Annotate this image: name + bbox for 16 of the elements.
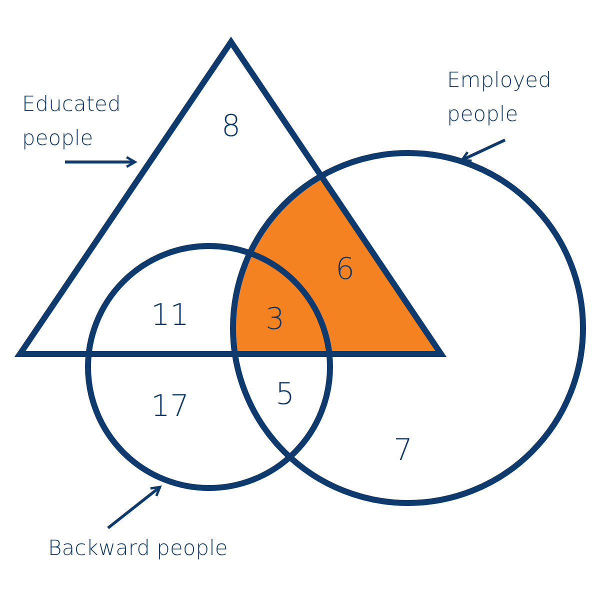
region-count: 17: [150, 392, 190, 422]
arrow: [460, 138, 506, 162]
circle-outline: [85, 243, 333, 491]
region-count: 7: [393, 436, 413, 466]
region-count: 3: [265, 305, 285, 335]
region-count: 5: [275, 380, 295, 410]
region-count: 8: [221, 112, 241, 142]
triangle-outline: [14, 36, 447, 357]
set-label: Educated people: [22, 88, 152, 156]
region-count: 11: [150, 301, 190, 331]
region-count: 6: [335, 255, 355, 285]
arrow: [65, 156, 136, 168]
set-label: Employed people: [447, 64, 577, 132]
set-label: Backward people: [48, 532, 288, 566]
circle-outline: [230, 150, 586, 506]
arrow: [107, 486, 162, 530]
